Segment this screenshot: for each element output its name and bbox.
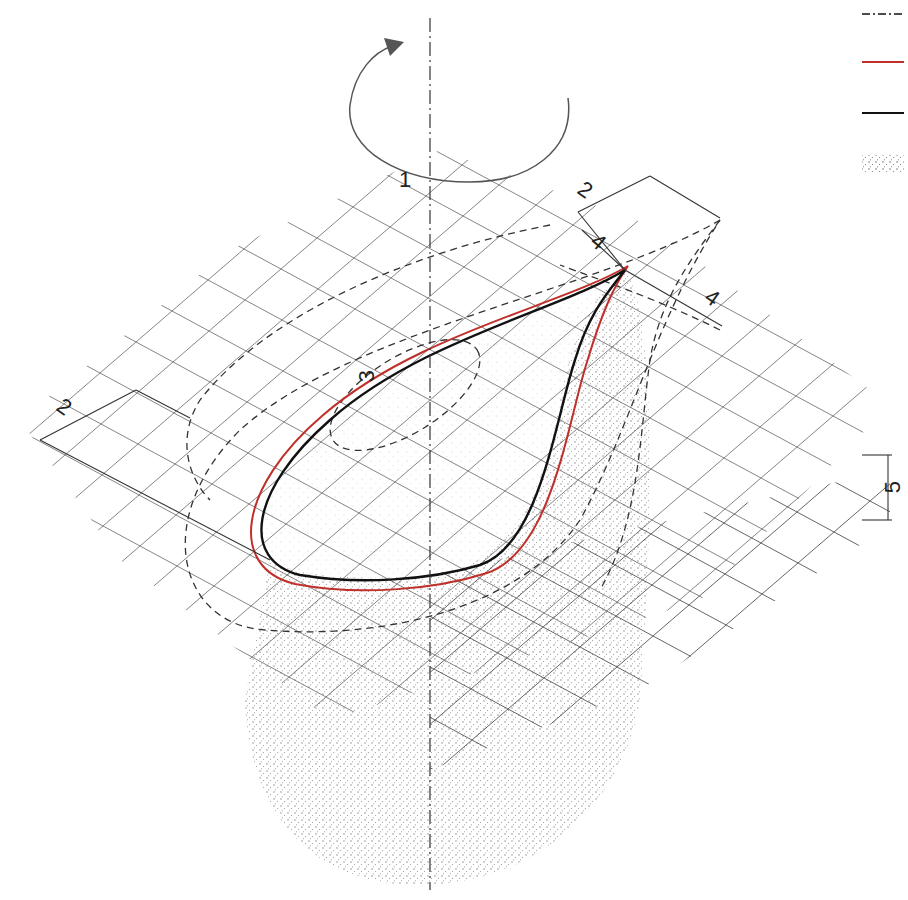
grid-line xyxy=(0,9,908,900)
grid-line xyxy=(2,49,908,900)
dimension-label: 3 xyxy=(355,367,379,385)
dimension-label: 2 xyxy=(571,175,600,205)
red-profile xyxy=(251,266,628,590)
dimension-label: 4 xyxy=(583,227,612,257)
black-profile xyxy=(261,270,625,580)
dimension-label: 5 xyxy=(881,478,905,496)
arrow-head xyxy=(384,38,404,56)
grid-line xyxy=(113,44,908,900)
grid-line xyxy=(113,109,908,900)
grid-line xyxy=(187,149,908,900)
grid-line xyxy=(0,0,908,596)
rotation-arrow xyxy=(350,46,569,182)
dashed-outlines xyxy=(185,220,720,632)
grid-line xyxy=(0,21,908,661)
grid-line xyxy=(0,0,908,627)
grid-line xyxy=(150,64,908,900)
grid-line xyxy=(0,18,908,658)
legend-samples xyxy=(862,14,904,173)
stippled-volume xyxy=(245,270,650,885)
dimension-label: 2 xyxy=(50,392,79,422)
dimension-lines xyxy=(40,176,892,560)
grid-line xyxy=(224,169,908,900)
grid-line xyxy=(150,129,908,900)
grid-line xyxy=(76,24,908,900)
grid-line xyxy=(18,0,908,630)
grid-line xyxy=(39,4,908,900)
grid-line xyxy=(342,0,908,286)
rotation-axis xyxy=(429,18,430,890)
grid-line xyxy=(224,104,908,900)
grid-line xyxy=(0,266,806,900)
grid-line xyxy=(76,89,908,900)
grid-line xyxy=(39,69,908,900)
grid-line xyxy=(187,84,908,900)
grid-line xyxy=(54,0,908,599)
grid-line xyxy=(0,29,908,900)
dimension-label: 4 xyxy=(698,283,727,313)
dimension-label: 1 xyxy=(396,168,414,192)
